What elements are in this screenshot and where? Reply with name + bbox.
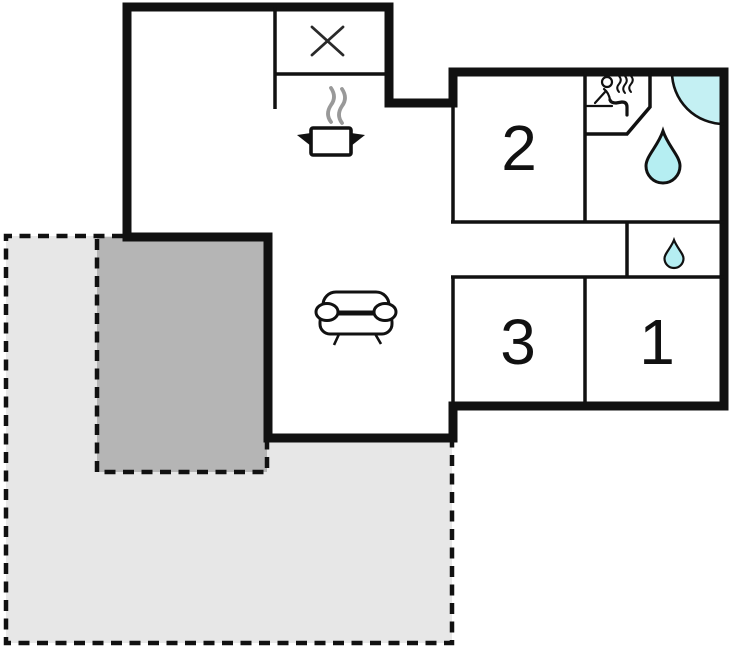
- sauna-person-leg: [608, 98, 629, 117]
- terrace-border: [3, 233, 455, 646]
- covered-terrace-border: [94, 239, 270, 475]
- covered-terrace-area: [97, 237, 267, 472]
- pot-handle-right: [351, 133, 365, 146]
- sauna-walls: [585, 72, 652, 136]
- sauna-person-arm: [593, 90, 607, 105]
- sofa-icon: [314, 290, 398, 346]
- sauna-icon: [585, 75, 634, 117]
- cooking-pot-icon: [297, 86, 365, 157]
- corner-shower-icon: [668, 67, 729, 128]
- room-3-label: 3: [500, 306, 536, 378]
- room-1-label: 1: [639, 306, 675, 378]
- terrace-dashed-borders: [3, 233, 455, 646]
- shower-drop-icon: [644, 126, 682, 185]
- sauna-steam: [616, 75, 634, 94]
- hob-x-icon: [310, 25, 345, 57]
- sauna-person-head: [600, 75, 614, 89]
- wc-drop-icon: [663, 236, 685, 270]
- room-2-label: 2: [501, 112, 537, 184]
- building-outline: [122, 2, 729, 443]
- sofa-armrest-left: [314, 302, 340, 322]
- sofa-seat: [318, 310, 394, 336]
- interior-walls: [273, 7, 724, 404]
- pot-steam: [326, 86, 347, 125]
- pot-handle-left: [297, 133, 311, 146]
- sofa-armrest-right: [372, 302, 398, 322]
- pot-body: [309, 126, 353, 157]
